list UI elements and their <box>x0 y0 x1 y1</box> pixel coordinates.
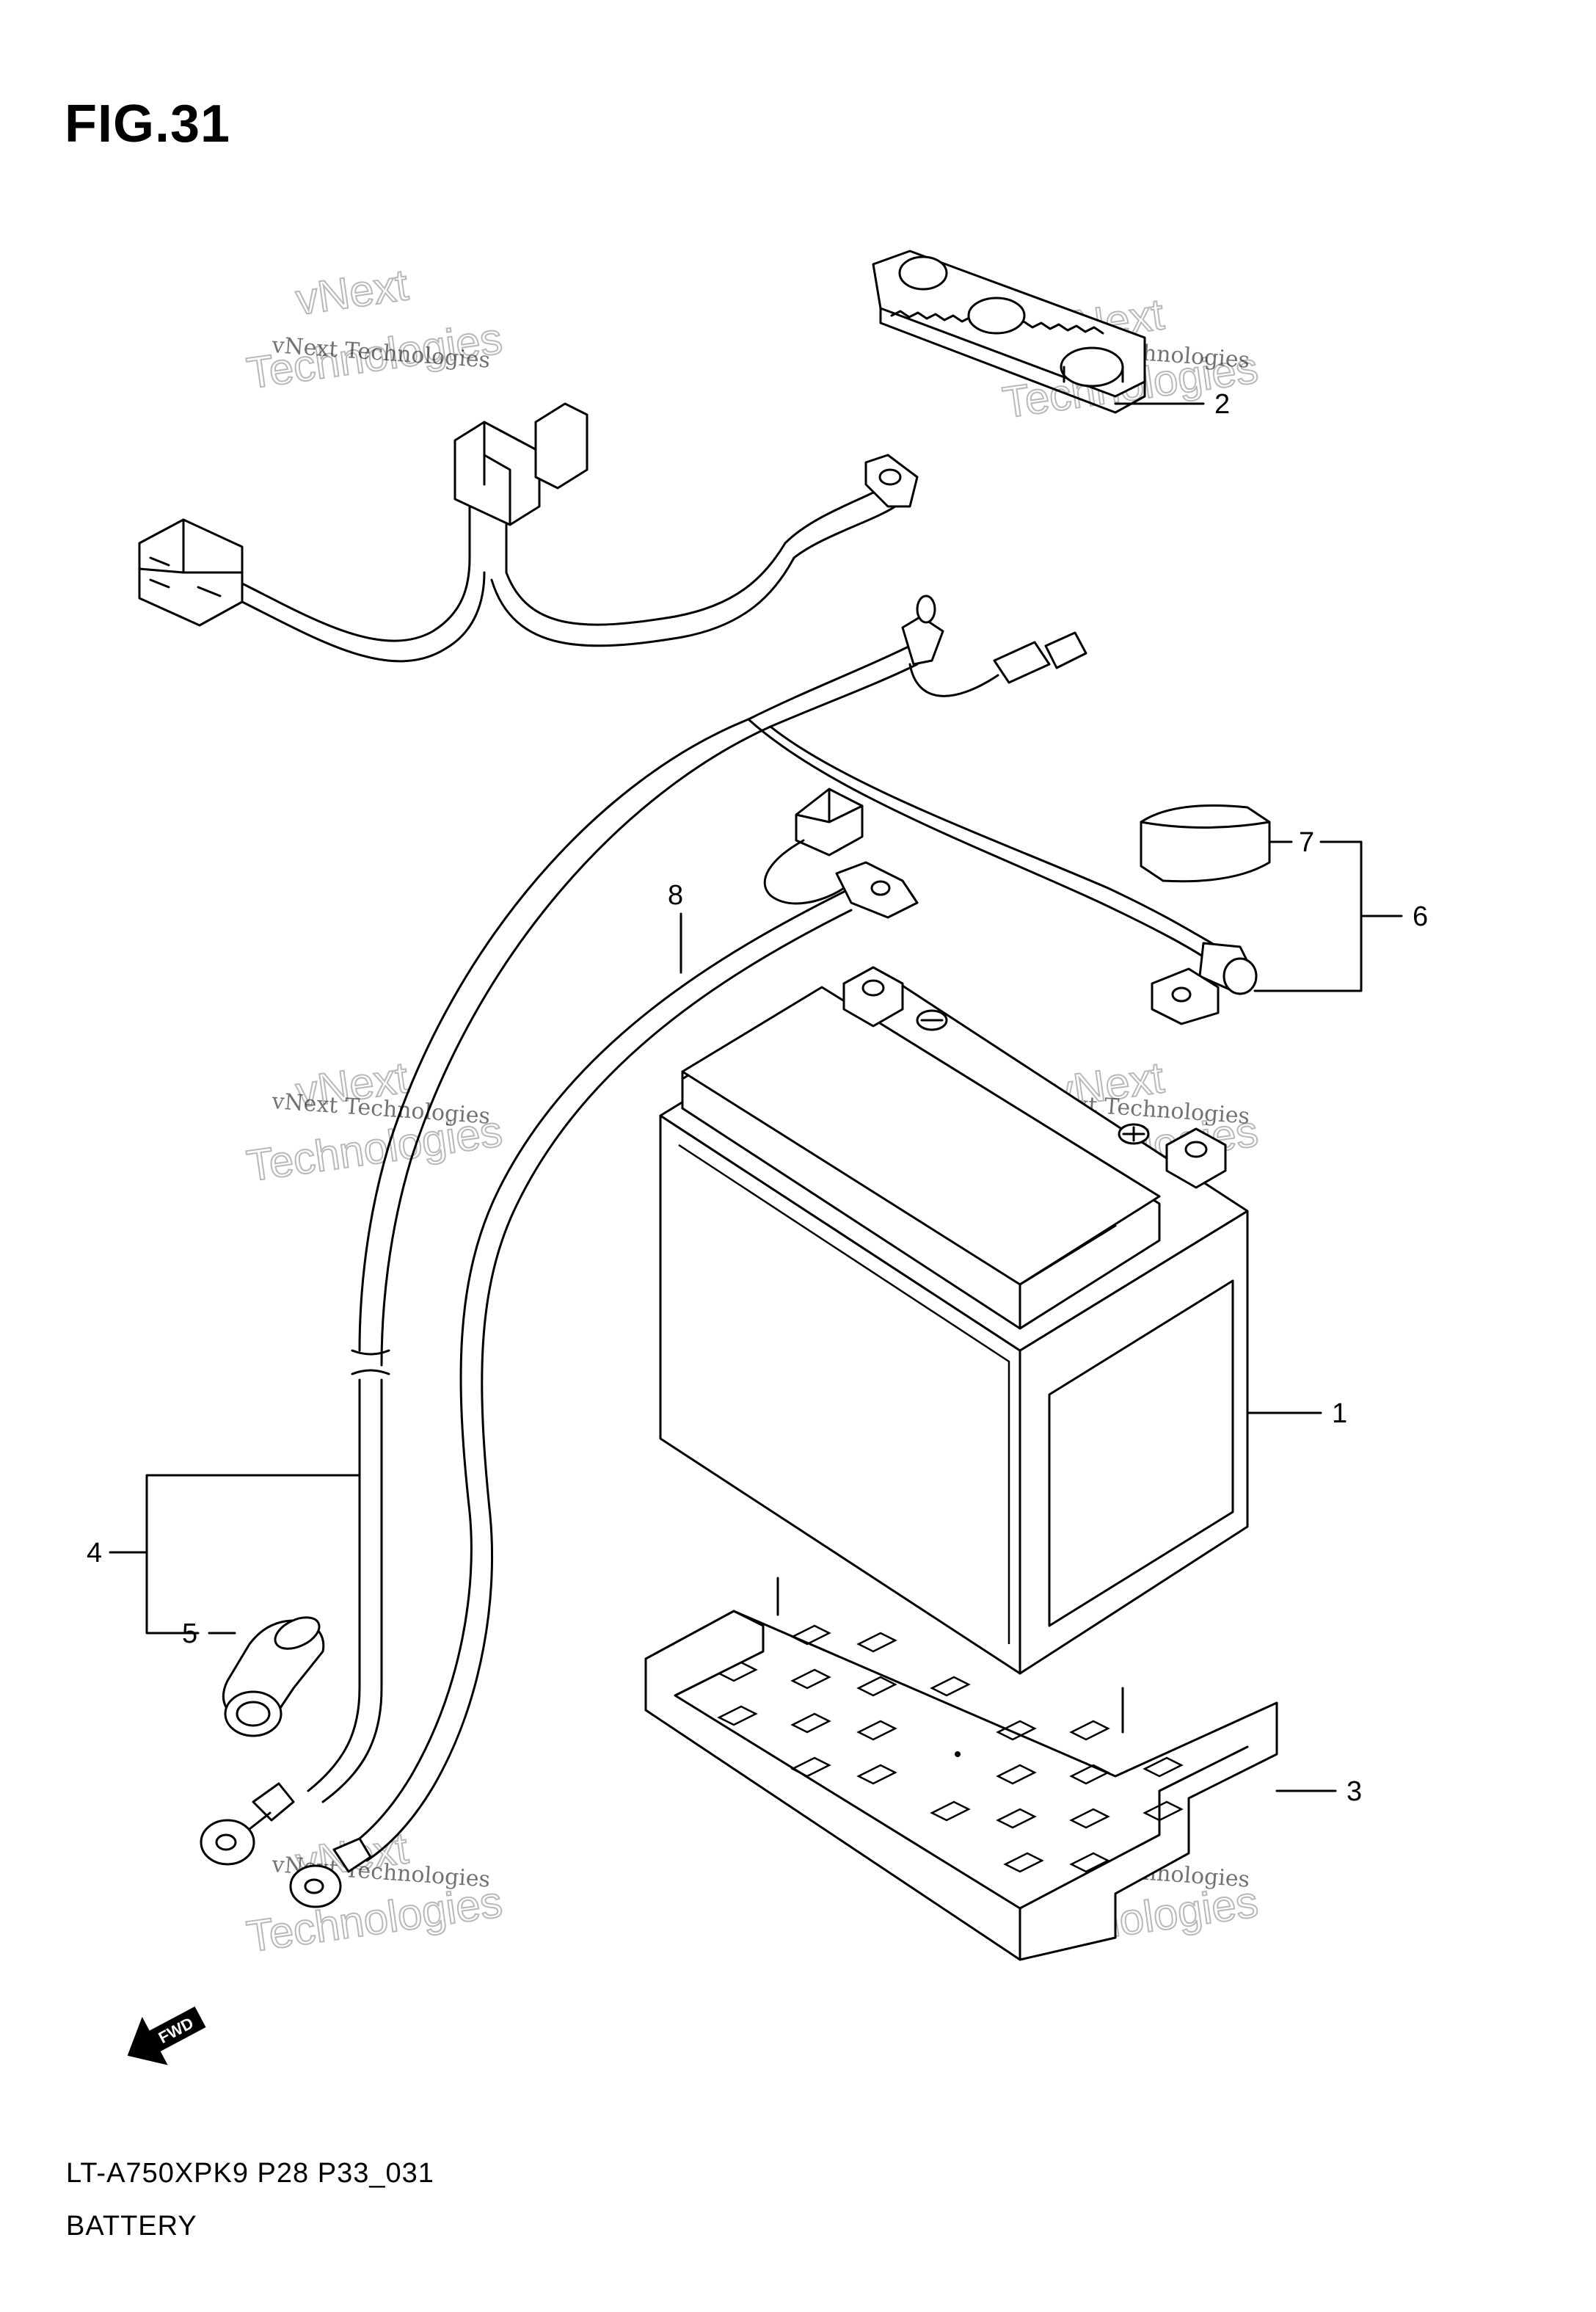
model-code: LT-A750XPK9 P28 P33_031 <box>66 2158 434 2189</box>
part-7-terminal-boot <box>1140 804 1271 883</box>
svg-text:8: 8 <box>668 880 683 911</box>
sub-terminal <box>901 615 944 666</box>
part-3-battery-tray <box>644 1577 1278 1961</box>
sub-harness-plug <box>1044 631 1087 669</box>
callout-5: 5 <box>182 1618 236 1649</box>
battery-terminal-negative <box>1165 1127 1227 1189</box>
svg-text:4: 4 <box>87 1538 102 1568</box>
watermark-top-left: vNext Technologies <box>243 259 506 399</box>
callout-3: 3 <box>1275 1776 1362 1807</box>
callout-2: 2 <box>1114 389 1230 420</box>
part-1-battery <box>659 966 1249 1675</box>
svg-text:2: 2 <box>1214 389 1230 420</box>
watermark-line1: vNext <box>293 260 412 324</box>
part-8-cable <box>289 788 919 1908</box>
part-5-boot <box>222 1616 325 1737</box>
fuse-holder <box>453 421 541 526</box>
callout-4: 4 <box>87 1474 361 1635</box>
svg-text:1: 1 <box>1332 1398 1347 1429</box>
svg-text:7: 7 <box>1299 827 1314 858</box>
forward-arrow-icon: FWD <box>127 2006 206 2065</box>
fuse-cap <box>534 402 589 490</box>
svg-text:3: 3 <box>1347 1776 1362 1807</box>
terminal-boot-6 <box>1222 957 1258 995</box>
part-2-terminal-cover <box>872 250 1146 414</box>
callout-7: 7 <box>1268 827 1314 858</box>
wire-harness <box>138 402 1258 1866</box>
battery-terminal-positive <box>842 966 904 1028</box>
figure-name: BATTERY <box>66 2211 197 2242</box>
figure-title: FIG.31 <box>65 95 231 153</box>
svg-text:5: 5 <box>182 1618 197 1649</box>
callout-1: 1 <box>1246 1398 1347 1429</box>
svg-text:6: 6 <box>1413 901 1428 932</box>
callout-8: 8 <box>668 880 683 974</box>
callouts: 1 2 3 4 5 6 <box>87 389 1428 1807</box>
callout-6: 6 <box>1253 840 1428 992</box>
